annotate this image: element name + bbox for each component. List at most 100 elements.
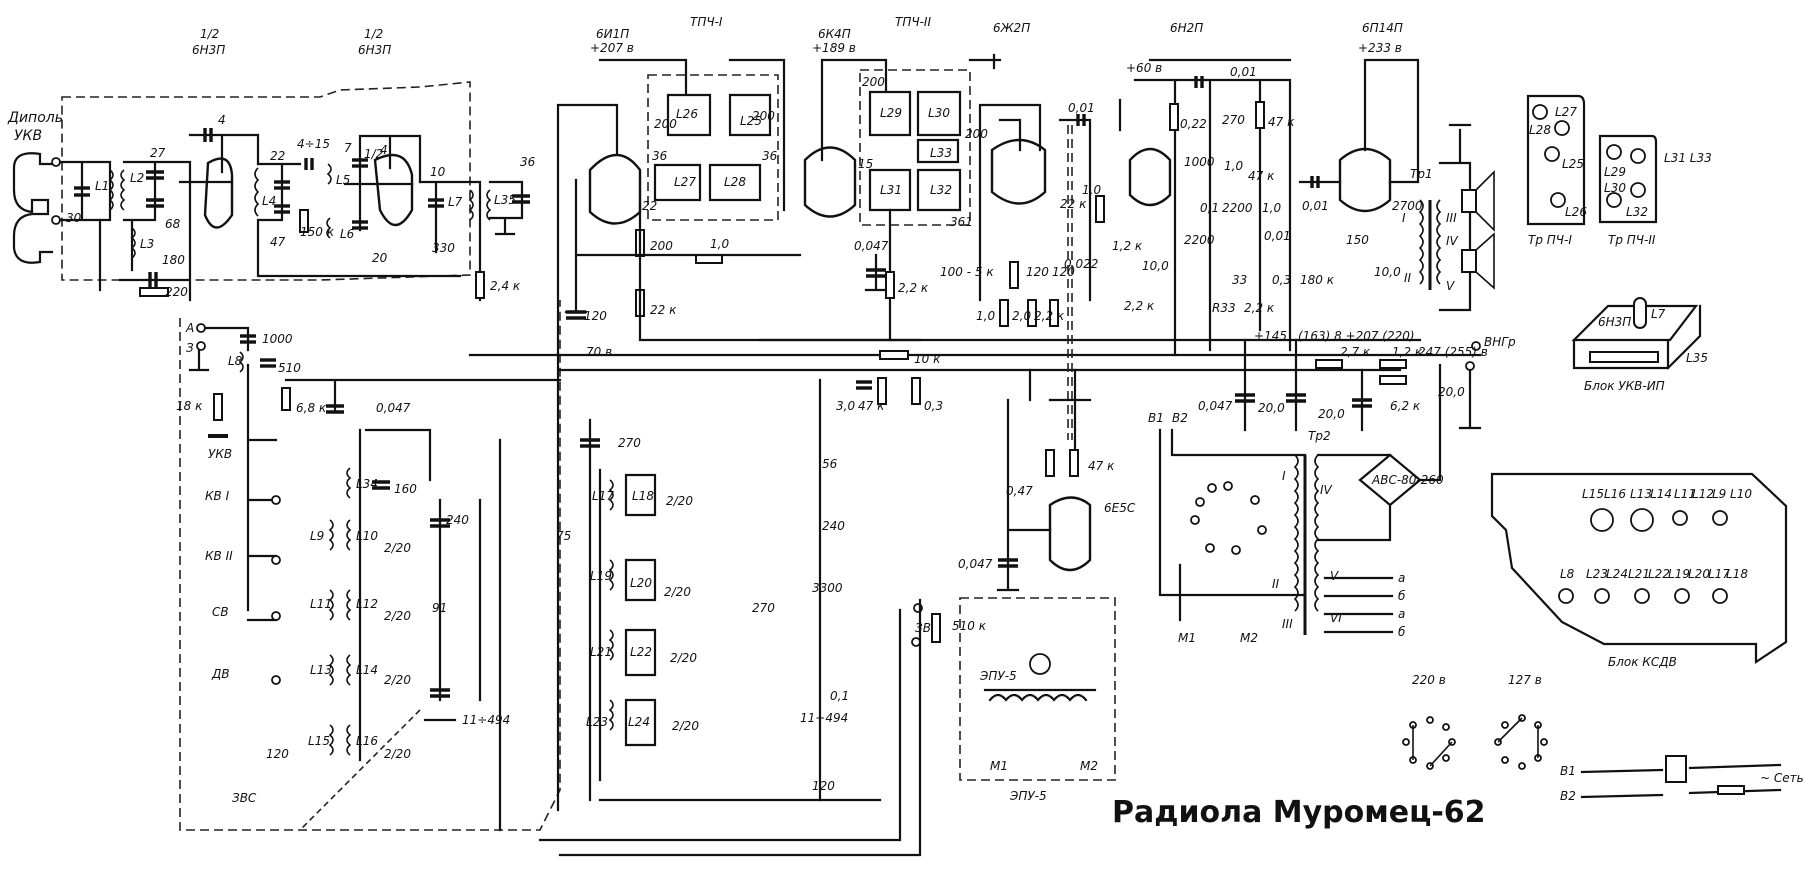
voltage-selector-contact[interactable] <box>1207 483 1217 493</box>
l7-label: L7 <box>448 195 463 209</box>
voltage-chain-label: (163) 8 +207 (220) <box>1298 329 1415 343</box>
voltage-selector-contact[interactable] <box>1231 545 1241 555</box>
c36b-label: 36 <box>652 149 668 163</box>
r1-2k-b-label: 1,2 к <box>1392 345 1423 359</box>
ksdv-slug-l15-l16[interactable] <box>1590 508 1614 532</box>
band-switch-contact[interactable] <box>271 675 281 685</box>
power-switch[interactable] <box>1665 755 1687 783</box>
ksdv-l15: L15 <box>1582 487 1604 501</box>
tuning-slug[interactable] <box>1606 192 1622 208</box>
ukv-block-l7: L7 <box>1651 307 1666 321</box>
tube-v6-type: 6П14П <box>1362 21 1403 35</box>
r22k-b-label: 22 к <box>650 303 677 317</box>
volume-potentiometer[interactable] <box>1095 195 1105 223</box>
c47-label: 47 <box>270 235 286 249</box>
r18k-label: 18 к <box>176 399 203 413</box>
band-switch-contact[interactable] <box>271 611 281 621</box>
c270b-label: 270 <box>752 601 775 615</box>
coil-l3 <box>130 227 136 259</box>
antenna-a-jack[interactable] <box>196 323 206 333</box>
ksdv-l8: L8 <box>1560 567 1575 581</box>
ksdv-slug-l19-l20[interactable] <box>1674 588 1690 604</box>
tr-pch2-label: Тр ПЧ-II <box>1608 233 1656 247</box>
voltage-selector-contact[interactable] <box>1205 543 1215 553</box>
c0-047d-label: 0,047 <box>958 557 993 571</box>
mains-selector-220[interactable] <box>1402 716 1456 770</box>
tuning-slug[interactable] <box>1532 104 1548 120</box>
coil-l13 <box>328 654 334 686</box>
tuning-slug[interactable] <box>1554 120 1570 136</box>
tube-6p14p <box>1338 147 1392 213</box>
tuning-slug[interactable] <box>1544 146 1560 162</box>
mains-selector-127[interactable] <box>1494 714 1548 770</box>
output-transformer-secondary <box>1436 199 1442 285</box>
voltage-selector-contact[interactable] <box>1195 497 1205 507</box>
c120e-label: 120 <box>1052 265 1075 279</box>
r100-5k-label: 100 - 5 к <box>940 265 994 279</box>
l8-label: L8 <box>228 354 243 368</box>
tr2-winding-i: I <box>1282 469 1286 483</box>
tuning-slug[interactable] <box>1550 192 1566 208</box>
l33-label: L33 <box>930 146 952 160</box>
c22-label: 22 <box>270 149 285 163</box>
dipole-icon <box>12 152 54 264</box>
c0-022-label: 0,022 <box>1064 257 1098 271</box>
l35-label: L35 <box>494 193 516 207</box>
coil-l2 <box>120 169 126 211</box>
c330-label: 330 <box>432 241 455 255</box>
ksdv-slug-l9-l10[interactable] <box>1712 510 1728 526</box>
c10-label: 10 <box>430 165 446 179</box>
tr-pch1-label: Тр ПЧ-I <box>1528 233 1572 247</box>
voltage-selector-contact[interactable] <box>1190 515 1200 525</box>
voltage-selector-contact[interactable] <box>1223 481 1233 491</box>
r2-7k-label: 2,7 к <box>1340 345 1371 359</box>
coil-l1 <box>108 169 114 211</box>
r6-8k-label: 6,8 к <box>296 401 327 415</box>
ksdv-slug-l11-l12[interactable] <box>1672 510 1688 526</box>
tube-v7-type: 6Е5С <box>1104 501 1136 515</box>
tube-6n2p <box>1128 147 1172 207</box>
ksdv-slug-l23-l24[interactable] <box>1594 588 1610 604</box>
ksdv-slug-l13-l14[interactable] <box>1630 508 1654 532</box>
fuse-icon <box>1717 785 1745 795</box>
tube-v1a-fraction: 1/2 <box>200 27 219 41</box>
c2-20-label: 2/20 <box>384 541 411 555</box>
c2-20d-label: 2/20 <box>670 651 697 665</box>
c200c-label: 200 <box>862 75 885 89</box>
c56-label: 56 <box>822 457 838 471</box>
voltage-selector-contact[interactable] <box>1250 495 1260 505</box>
tpch1-shield <box>647 74 779 221</box>
ksdv-slug-l21-l22[interactable] <box>1634 588 1650 604</box>
r47k-b-label: 47 к <box>1268 115 1295 129</box>
antenna-band-label: УКВ <box>14 128 42 144</box>
c270c-label: 270 <box>1222 113 1245 127</box>
ksdv-l20: L20 <box>1688 567 1710 581</box>
ksdv-l24: L24 <box>1606 567 1628 581</box>
speaker-1-icon <box>1461 189 1477 213</box>
l12-label: L12 <box>356 597 378 611</box>
c4-label: 4 <box>218 113 226 127</box>
speaker-jack[interactable] <box>1465 361 1475 371</box>
l10-label: L10 <box>356 529 378 543</box>
tr2-winding-iv: IV <box>1320 483 1333 497</box>
c2-20c-label: 2/20 <box>664 585 691 599</box>
potentiometer-100-5k[interactable] <box>1009 261 1019 289</box>
coil-l34 <box>346 467 352 499</box>
ksdv-slug-l8[interactable] <box>1558 588 1574 604</box>
tuning-slug[interactable] <box>1630 182 1646 198</box>
c240-label: 240 <box>446 513 469 527</box>
band-switch-contact[interactable] <box>271 495 281 505</box>
c200d-label: 200 <box>965 127 988 141</box>
ksdv-slug-l17-l18[interactable] <box>1712 588 1728 604</box>
tuning-slug[interactable] <box>1606 144 1622 160</box>
r180k-label: 180 к <box>1300 273 1335 287</box>
band-switch-contact[interactable] <box>271 555 281 565</box>
tuning-slug[interactable] <box>1630 148 1646 164</box>
c120d-label: 120 <box>1026 265 1049 279</box>
tr-pch1-coil-l26: L26 <box>1565 205 1587 219</box>
r0-1b-label: 0,1 <box>1200 201 1219 215</box>
voltage-selector-contact[interactable] <box>1257 525 1267 535</box>
ground-z-jack[interactable] <box>196 341 206 351</box>
epu-jack[interactable] <box>911 637 921 647</box>
speaker-jack[interactable] <box>1471 341 1481 351</box>
